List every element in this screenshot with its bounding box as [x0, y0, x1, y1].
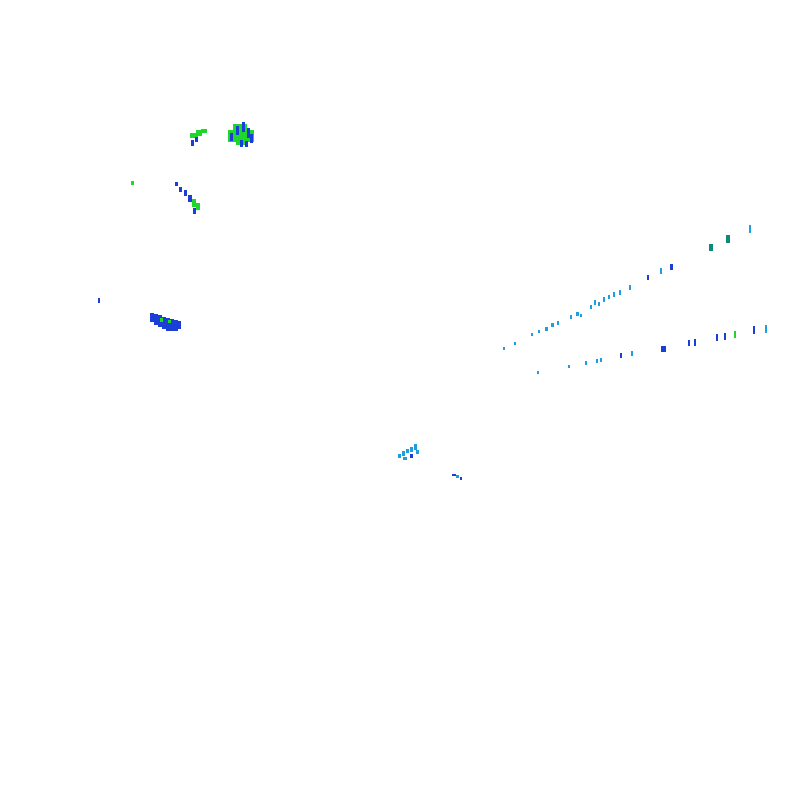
- point-mark: [460, 477, 462, 480]
- point-mark: [98, 298, 100, 303]
- point-mark: [188, 195, 192, 202]
- point-mark: [557, 321, 559, 325]
- point-mark: [688, 340, 690, 346]
- point-mark: [531, 333, 533, 336]
- point-mark: [551, 323, 554, 327]
- point-mark: [726, 235, 730, 243]
- point-mark: [716, 334, 718, 341]
- point-mark: [247, 128, 250, 138]
- point-mark: [452, 474, 456, 476]
- point-mark: [503, 347, 505, 350]
- point-mark: [734, 331, 736, 338]
- point-mark: [608, 295, 610, 299]
- point-mark: [631, 351, 633, 356]
- point-mark: [406, 449, 409, 453]
- point-mark: [245, 141, 248, 147]
- point-mark: [709, 244, 713, 251]
- point-mark: [250, 134, 253, 143]
- point-mark: [402, 451, 405, 456]
- point-mark: [590, 305, 592, 309]
- point-mark: [196, 130, 202, 136]
- point-mark: [170, 319, 174, 331]
- point-mark: [598, 302, 600, 306]
- point-mark: [168, 320, 171, 323]
- point-mark: [131, 181, 134, 185]
- point-mark: [647, 275, 649, 280]
- point-mark: [568, 365, 570, 368]
- point-mark: [416, 450, 419, 454]
- point-mark: [178, 321, 181, 329]
- cluster-top-left-dense: [228, 122, 254, 147]
- cluster-left-scattered: [98, 181, 200, 303]
- point-mark: [603, 297, 605, 302]
- point-mark: [192, 199, 196, 207]
- point-mark: [613, 292, 615, 297]
- track-upper-right: [503, 225, 751, 350]
- point-mark: [580, 314, 582, 317]
- cluster-top-left-small: [190, 129, 207, 146]
- point-mark: [242, 122, 245, 132]
- point-mark: [410, 447, 413, 452]
- point-mark: [694, 339, 696, 346]
- point-mark: [201, 129, 207, 133]
- point-mark: [191, 140, 194, 146]
- point-mark: [537, 371, 539, 374]
- point-mark: [661, 346, 666, 352]
- point-mark: [233, 124, 247, 132]
- point-mark: [195, 137, 198, 142]
- point-mark: [576, 312, 579, 316]
- point-mark: [514, 342, 516, 345]
- point-mark: [184, 190, 187, 196]
- point-mark: [398, 454, 401, 458]
- point-mark: [585, 361, 587, 365]
- point-mark: [724, 333, 726, 340]
- point-mark: [765, 325, 767, 333]
- point-mark: [230, 133, 233, 141]
- point-mark: [596, 359, 598, 363]
- point-mark: [545, 327, 548, 331]
- point-mark: [162, 317, 166, 329]
- point-mark: [403, 457, 407, 460]
- point-mark: [150, 313, 154, 322]
- cluster-center-tail: [452, 474, 462, 480]
- point-mark: [594, 300, 596, 305]
- point-mark: [570, 315, 572, 319]
- point-mark: [193, 208, 196, 214]
- point-mark: [190, 133, 198, 138]
- point-mark: [196, 203, 200, 210]
- point-mark: [660, 268, 662, 274]
- point-mark: [240, 140, 243, 147]
- point-mark: [236, 126, 239, 135]
- cluster-center-small: [398, 444, 419, 460]
- point-mark: [619, 290, 621, 295]
- point-mark: [410, 454, 413, 458]
- point-mark: [160, 318, 163, 322]
- point-mark: [175, 182, 178, 186]
- point-mark: [174, 320, 178, 331]
- point-mark: [753, 326, 755, 334]
- point-mark: [600, 358, 602, 362]
- point-mark: [179, 187, 182, 192]
- track-lower-right: [537, 325, 767, 374]
- point-mark: [670, 264, 673, 270]
- point-mark: [166, 318, 170, 331]
- point-mark: [154, 314, 158, 325]
- cluster-left-band: [150, 313, 181, 331]
- point-mark: [620, 353, 622, 358]
- point-mark: [414, 444, 417, 450]
- point-mark: [538, 330, 540, 333]
- point-mark: [749, 225, 751, 233]
- point-mark: [456, 475, 459, 478]
- point-mark: [629, 285, 631, 290]
